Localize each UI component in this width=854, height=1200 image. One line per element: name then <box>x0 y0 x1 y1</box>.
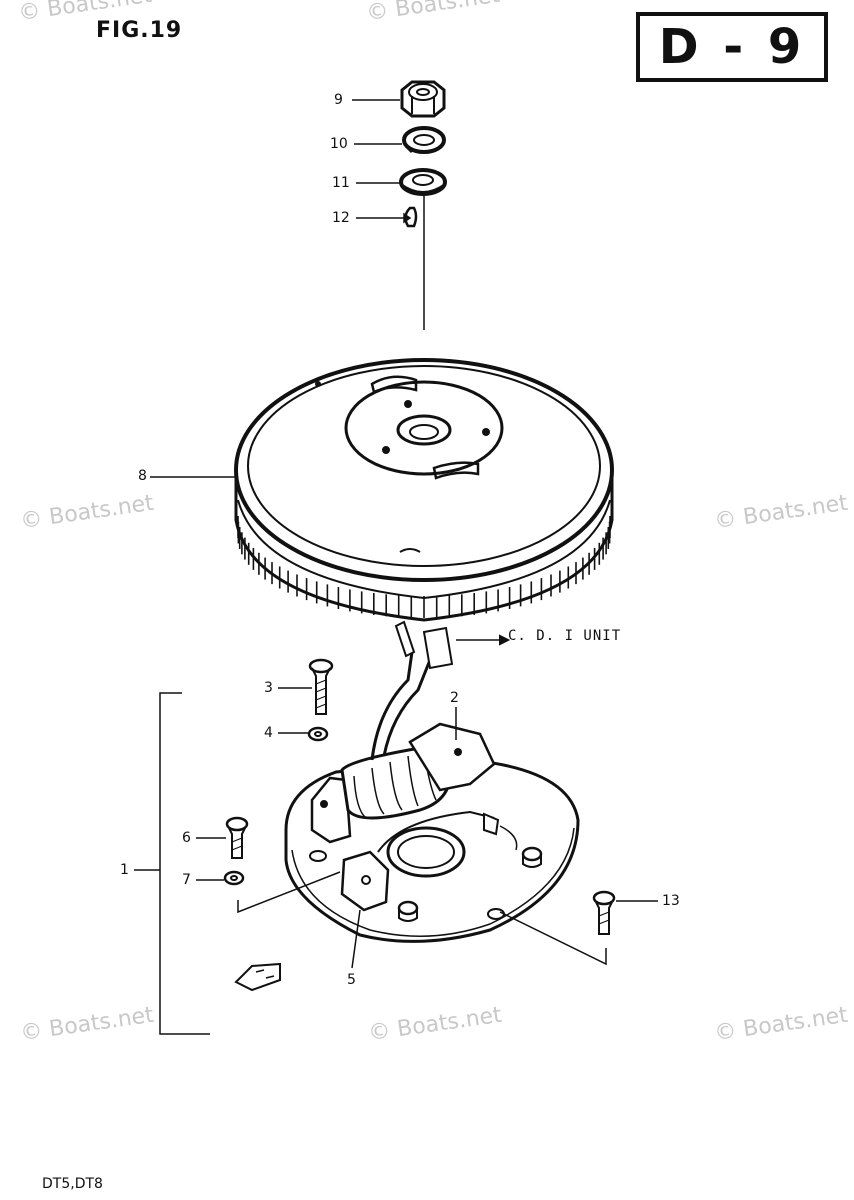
part-screw-13 <box>592 890 616 935</box>
callout-2: 2 <box>450 690 459 706</box>
model-list: DT5,DT8 <box>42 1176 103 1192</box>
part-washer-4 <box>307 726 329 742</box>
part-pulser-coil <box>340 810 518 912</box>
callout-1: 1 <box>120 862 129 878</box>
callout-6: 6 <box>182 830 191 846</box>
part-washer <box>399 168 447 196</box>
part-flywheel <box>234 358 614 622</box>
callout-3: 3 <box>264 680 273 696</box>
figure-label: FIG.19 <box>96 18 183 43</box>
page-code: D - 9 <box>658 19 806 75</box>
callout-8: 8 <box>138 468 147 484</box>
callout-12: 12 <box>332 210 350 226</box>
page-code-box: D - 9 <box>636 12 828 82</box>
callout-4: 4 <box>264 725 273 741</box>
callout-13: 13 <box>662 893 680 909</box>
callout-7: 7 <box>182 872 191 888</box>
callout-5: 5 <box>347 972 356 988</box>
part-screw-3 <box>308 658 334 715</box>
forward-arrow-icon <box>234 962 281 992</box>
part-charge-coil <box>310 620 511 844</box>
part-screw-6 <box>225 816 249 859</box>
part-key <box>404 206 418 228</box>
part-lock-washer <box>402 126 446 154</box>
part-nut <box>400 80 446 118</box>
callout-9: 9 <box>334 92 343 108</box>
leader-lines <box>134 99 658 1035</box>
cdi-unit-label: C. D. I UNIT <box>508 628 622 644</box>
callout-10: 10 <box>330 136 348 152</box>
part-washer-7 <box>223 870 245 886</box>
callout-11: 11 <box>332 175 350 191</box>
